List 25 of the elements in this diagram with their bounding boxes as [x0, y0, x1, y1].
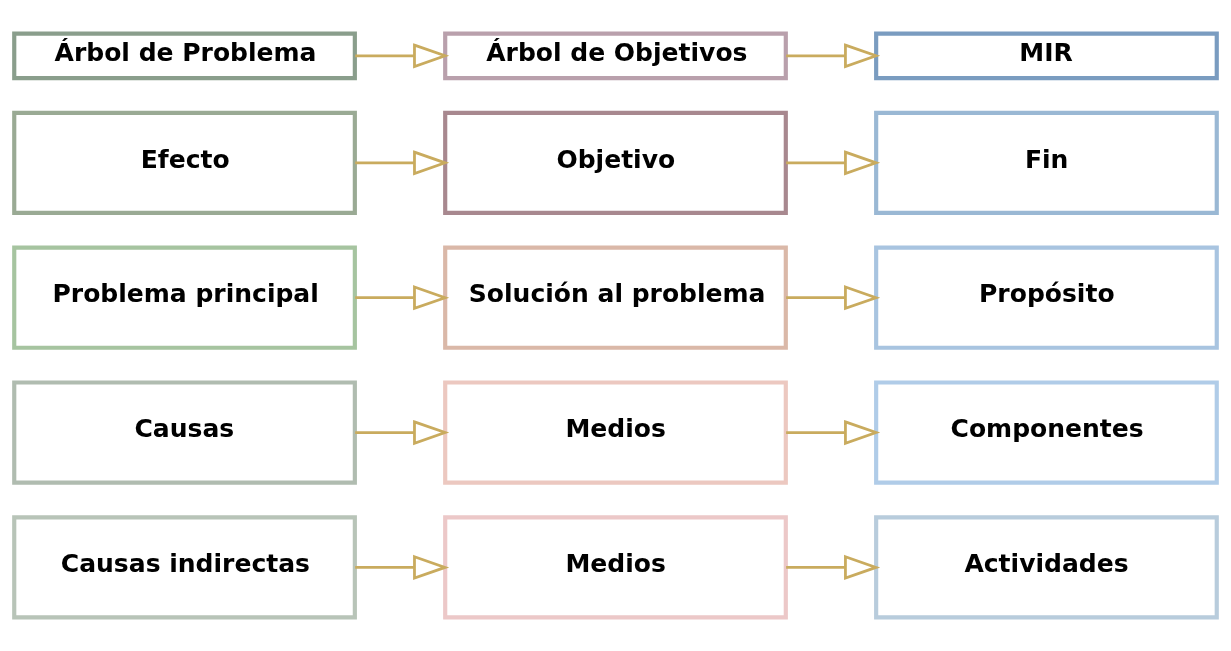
arrow: [786, 43, 881, 69]
node-box: Medios: [443, 515, 788, 620]
arrow: [355, 554, 450, 581]
arrow: [786, 150, 881, 176]
node-box: Árbol de Problema: [12, 31, 357, 81]
node-box: Causas: [12, 380, 357, 485]
arrow: [355, 419, 450, 446]
node-box: Causas indirectas: [12, 515, 357, 620]
node-box: Propósito: [874, 245, 1219, 350]
node-box: Medios: [443, 380, 788, 485]
node-box: MIR: [874, 31, 1219, 81]
node-box: Árbol de Objetivos: [443, 31, 788, 81]
arrow: [355, 150, 450, 176]
node-box: Solución al problema: [443, 245, 788, 350]
arrow: [786, 285, 881, 311]
arrow: [786, 554, 881, 581]
node-box: Fin: [874, 110, 1219, 215]
arrow: [786, 419, 881, 446]
arrow: [355, 285, 450, 311]
node-box: Objetivo: [443, 110, 788, 215]
node-box: Componentes: [874, 380, 1219, 485]
node-box: Actividades: [874, 515, 1219, 620]
node-box: Efecto: [12, 110, 357, 215]
node-box: Problema principal: [12, 245, 357, 350]
arrow: [355, 43, 450, 69]
